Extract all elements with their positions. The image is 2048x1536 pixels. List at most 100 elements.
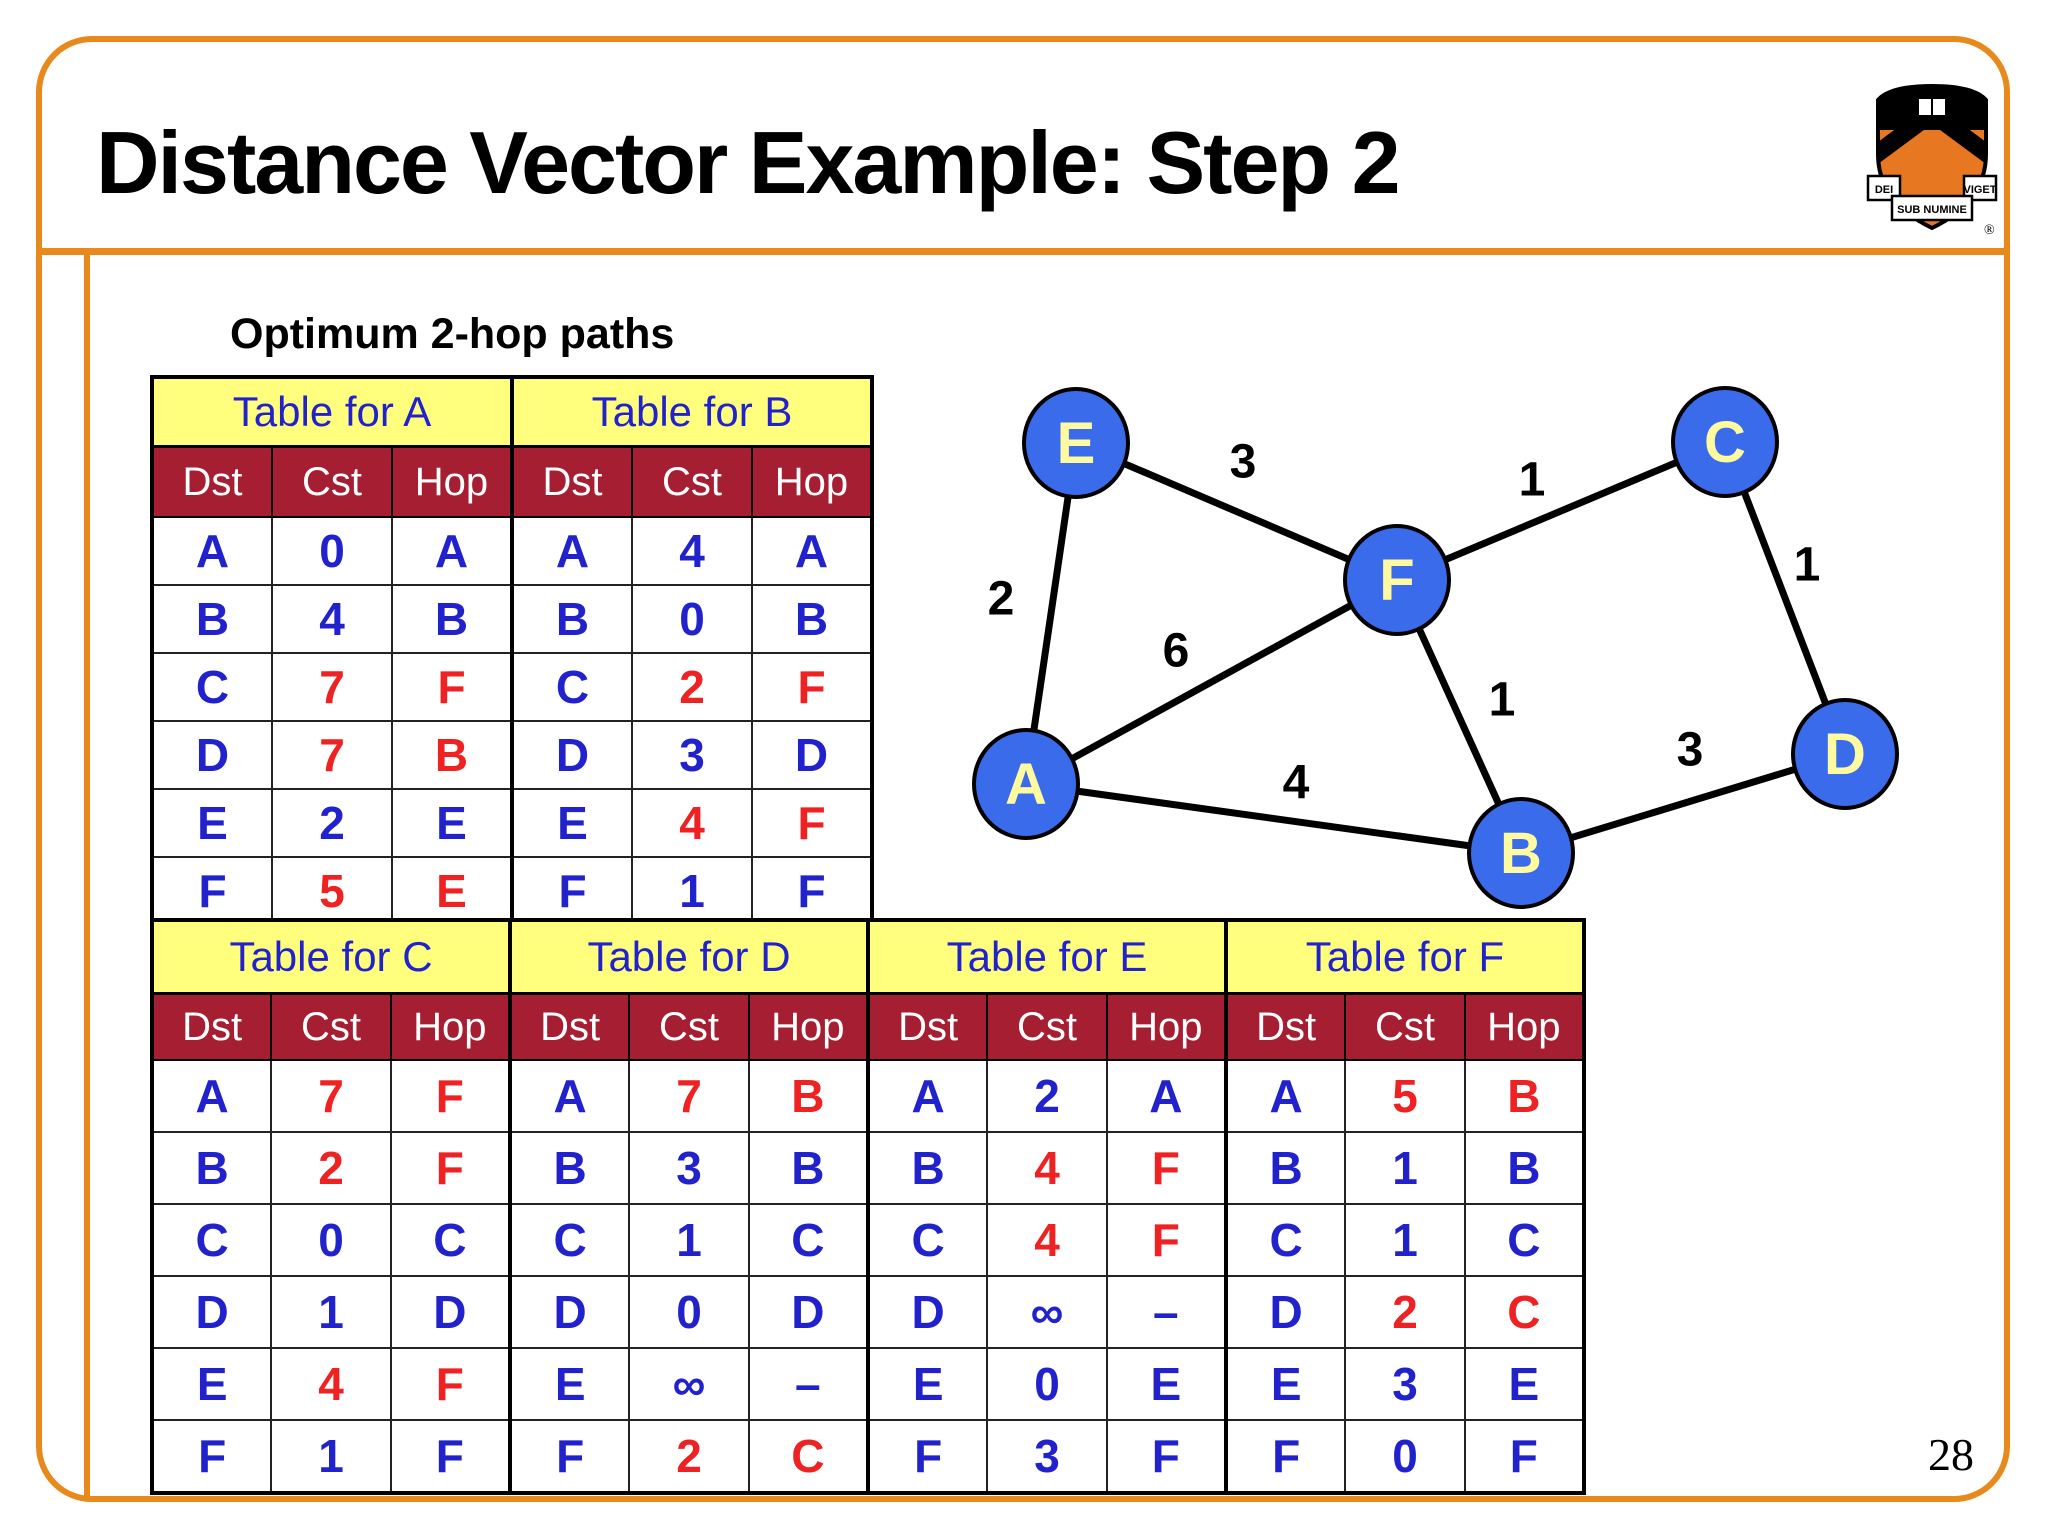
column-header: Cst (271, 445, 393, 518)
column-header: Dst (150, 992, 273, 1061)
table-cell: A (508, 1059, 631, 1133)
table-cell: D (150, 1275, 273, 1349)
table-cell: E (1224, 1347, 1347, 1421)
column-header: Dst (511, 445, 633, 518)
table-cell: B (391, 720, 513, 790)
table-cell: C (508, 1203, 631, 1277)
table-cell: 2 (631, 652, 753, 722)
table-cell: B (1463, 1059, 1586, 1133)
table-cell: D (389, 1275, 512, 1349)
table-cell: E (391, 788, 513, 858)
table-cell: 0 (986, 1347, 1108, 1421)
graph-node-B (1467, 797, 1575, 909)
slide-border (36, 36, 2010, 1502)
table-cell: B (1463, 1131, 1586, 1205)
table-cell: B (751, 584, 873, 654)
table-cell: C (511, 652, 633, 722)
table-cell: F (1224, 1419, 1347, 1494)
table-cell: 4 (631, 788, 753, 858)
edge-weight-C-D: 1 (1794, 539, 1821, 592)
slide-title: Distance Vector Example: Step 2 (96, 113, 1401, 212)
table-cell: E (391, 856, 513, 927)
table-title: Table for D (508, 918, 870, 995)
column-header: Hop (1105, 992, 1228, 1061)
table-cell: A (150, 1059, 273, 1133)
table-cell: 2 (270, 1131, 392, 1205)
registered-mark: ® (1984, 223, 1995, 238)
column-header: Cst (1344, 992, 1466, 1061)
table-cell: 3 (986, 1419, 1108, 1494)
graph-edge-F-C (1395, 438, 1727, 584)
table-cell: C (866, 1203, 989, 1277)
table-cell: D (751, 720, 873, 790)
table-cell: D (511, 720, 633, 790)
graph-node-D (1791, 698, 1899, 810)
table-cell: 1 (1344, 1131, 1466, 1205)
content-left-border (84, 252, 90, 1500)
table-cell: 0 (628, 1275, 750, 1349)
graph-node-F (1343, 524, 1451, 636)
table-cell: C (747, 1419, 870, 1494)
graph-edge-E-A (1022, 442, 1080, 785)
table-cell: B (511, 584, 633, 654)
princeton-shield-logo: DEI SUB NUMINE VIGET ® (1866, 83, 1998, 238)
table-cell: F (1463, 1419, 1586, 1494)
motto-banner: DEI SUB NUMINE VIGET (1866, 174, 1998, 222)
table-cell: D (508, 1275, 631, 1349)
table-cell: D (747, 1275, 870, 1349)
table-cell: 2 (271, 788, 393, 858)
graph-node-label-C: C (1704, 410, 1746, 475)
table-row: D∞– (866, 1275, 1228, 1349)
table-cell: D (866, 1275, 989, 1349)
table-cell: C (747, 1203, 870, 1277)
edge-weight-B-D: 3 (1677, 724, 1704, 777)
column-header: Hop (389, 992, 512, 1061)
table-cell: C (1224, 1203, 1347, 1277)
table-cell: 7 (271, 652, 393, 722)
table-cell: F (150, 1419, 273, 1494)
graph-edge-B-D (1519, 750, 1847, 857)
table-cell: 2 (986, 1059, 1108, 1133)
table-cell: F (389, 1419, 512, 1494)
table-cell: F (866, 1419, 989, 1494)
table-cell: B (1224, 1131, 1347, 1205)
table-cell: A (1224, 1059, 1347, 1133)
table-cell: 7 (628, 1059, 750, 1133)
table-cell: F (389, 1347, 512, 1421)
table-cell: C (151, 652, 273, 722)
table-cell: 4 (631, 516, 753, 586)
table-cell: B (866, 1131, 989, 1205)
table-cell: F (1105, 1131, 1228, 1205)
table-cell: 1 (628, 1203, 750, 1277)
table-title: Table for B (510, 375, 874, 448)
motto-left: DEI (1875, 184, 1893, 196)
graph-node-label-A: A (1005, 752, 1047, 817)
table-cell: C (150, 1203, 273, 1277)
subtitle: Optimum 2-hop paths (230, 310, 675, 358)
table-cell: B (391, 584, 513, 654)
table-cell: D (1224, 1275, 1347, 1349)
table-cell: 0 (270, 1203, 392, 1277)
